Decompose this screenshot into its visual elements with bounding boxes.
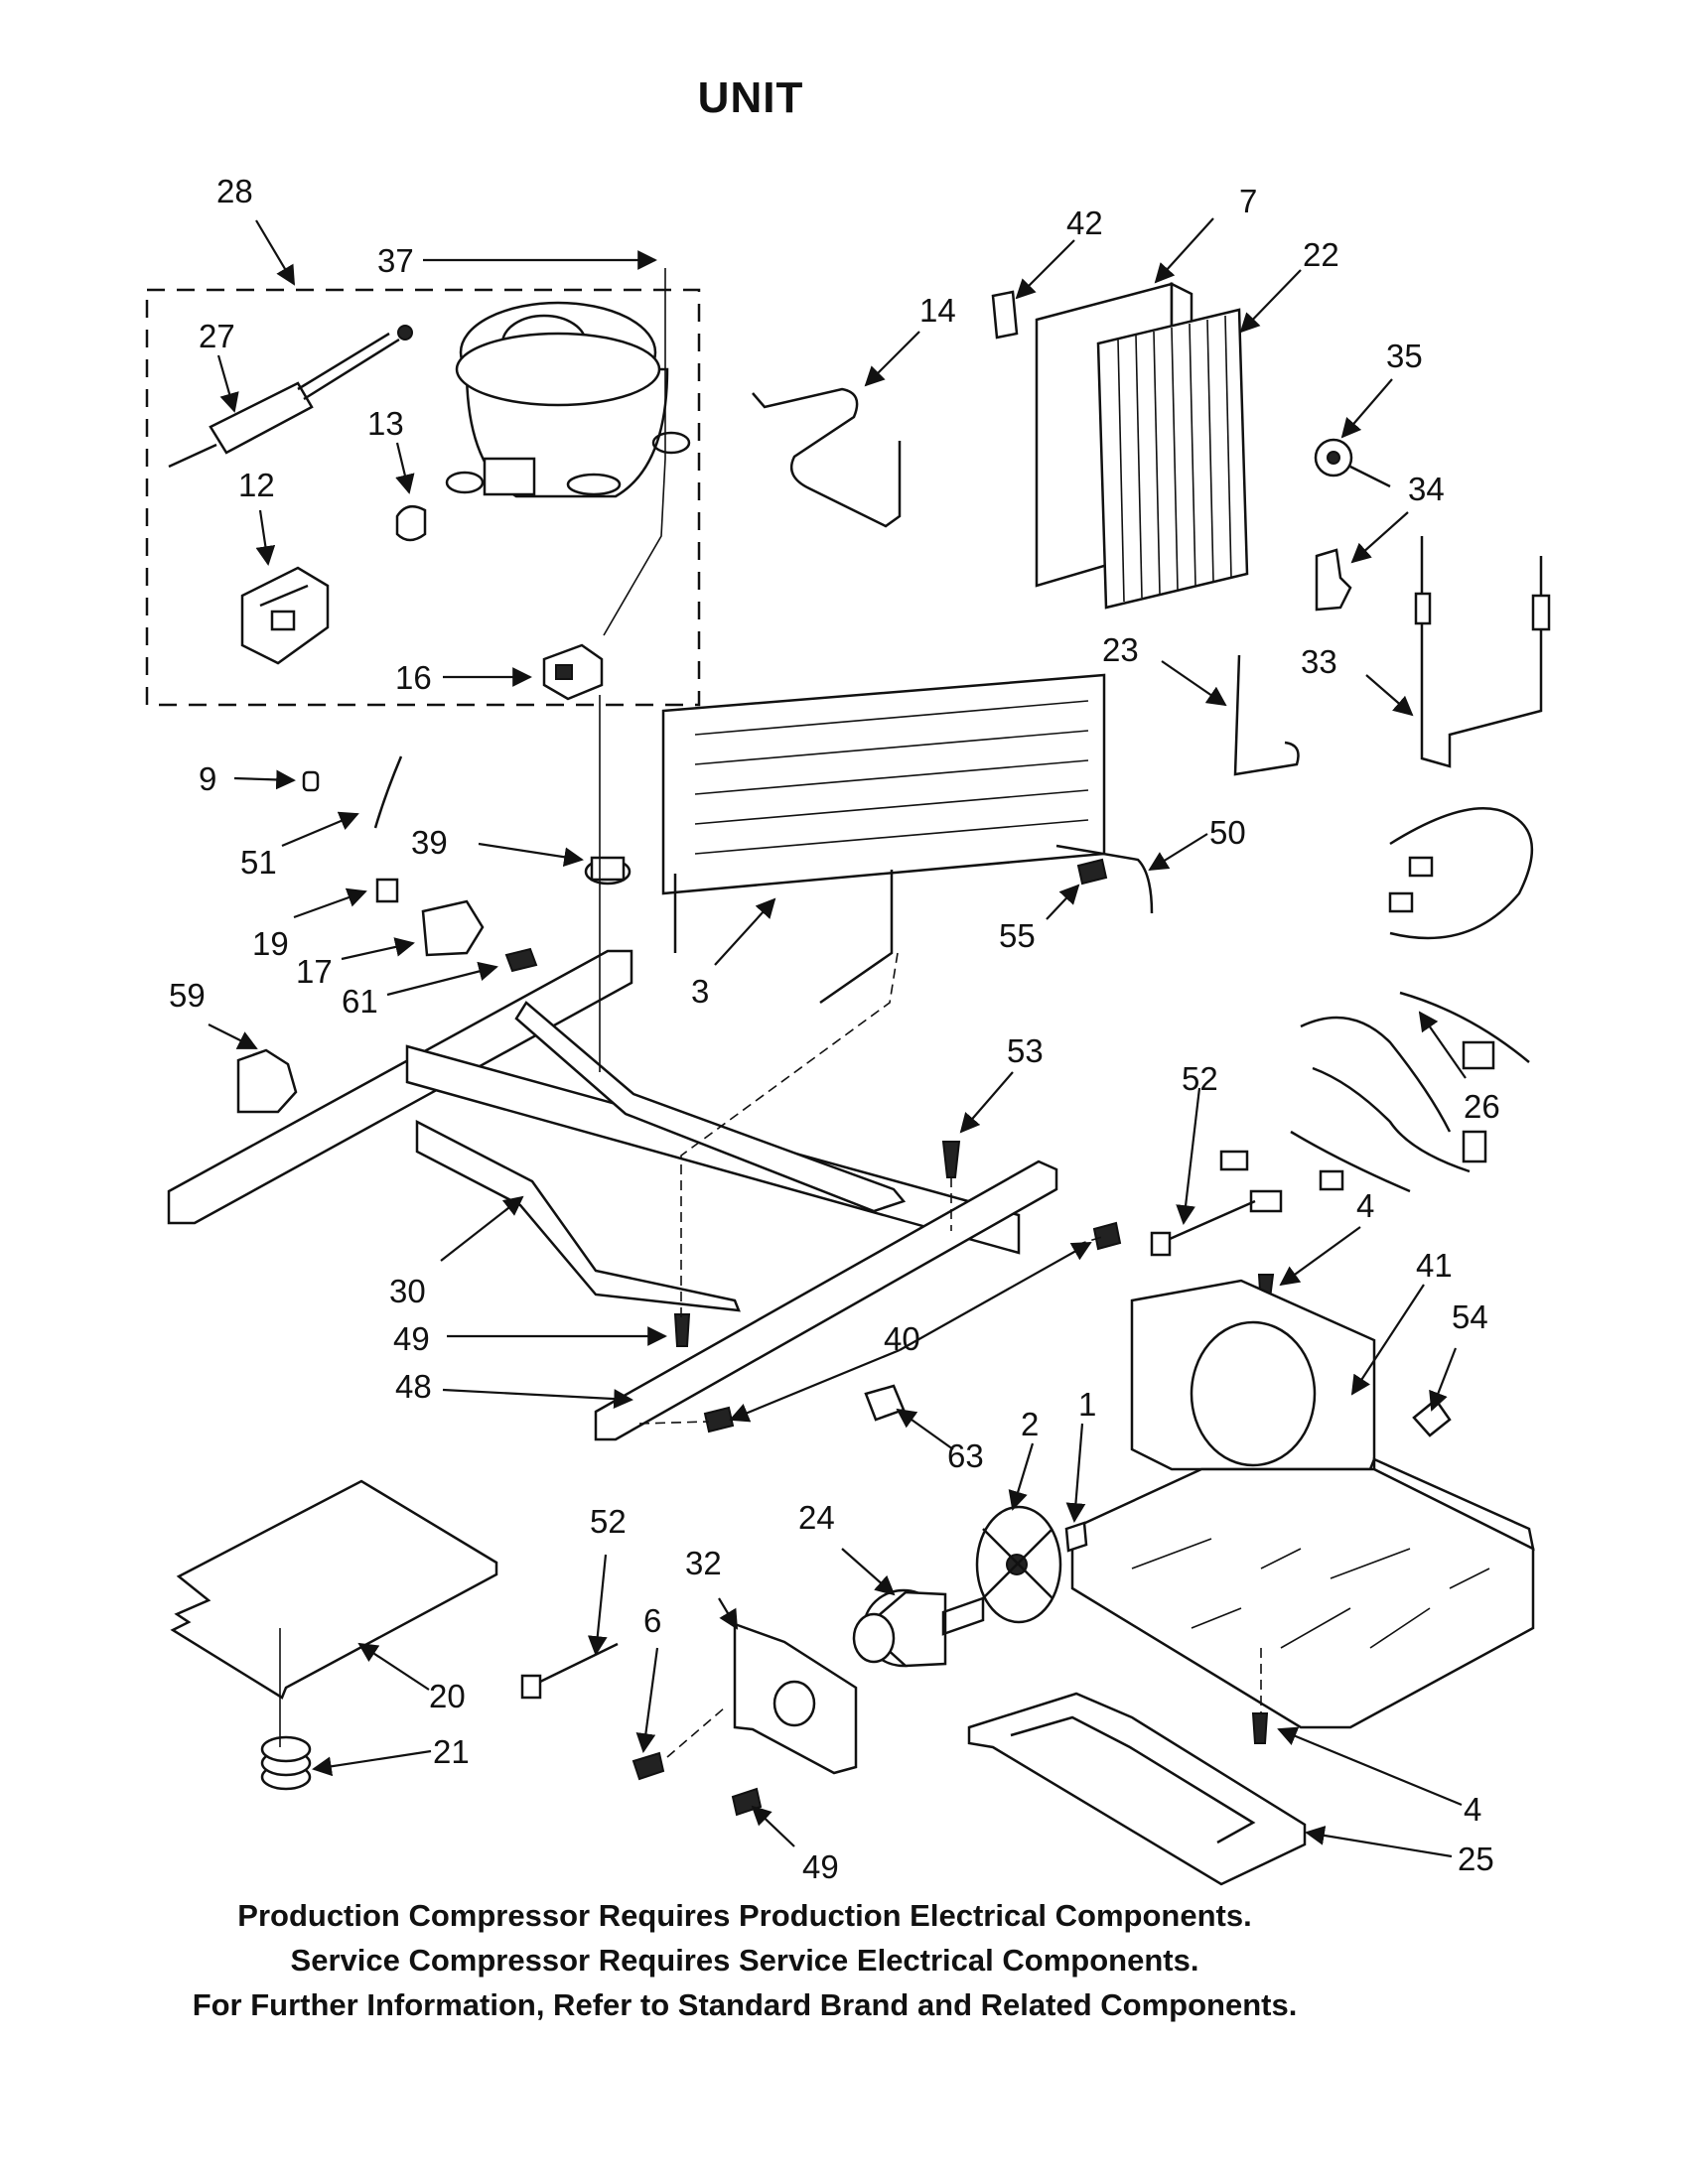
callout-27: 27 <box>199 318 235 354</box>
machine-base <box>1070 1279 1535 1729</box>
callout-9: 9 <box>199 760 216 797</box>
drain-pan <box>967 1692 1307 1886</box>
callout-55: 55 <box>999 917 1036 954</box>
callout-4b: 4 <box>1464 1791 1481 1828</box>
wire-part-50 <box>1055 844 1154 914</box>
tube-part-14 <box>752 387 902 528</box>
callout-39: 39 <box>411 824 448 861</box>
screw-part-61 <box>504 947 538 973</box>
part-35 <box>1314 438 1391 488</box>
callout-52a: 52 <box>1182 1060 1218 1097</box>
callout-33: 33 <box>1301 643 1337 680</box>
callout-53: 53 <box>1007 1032 1044 1069</box>
callout-32: 32 <box>685 1545 722 1581</box>
spring-part-21 <box>260 1735 312 1791</box>
callout-49a: 49 <box>393 1320 430 1357</box>
callout-34: 34 <box>1408 471 1445 507</box>
callout-16: 16 <box>395 659 432 696</box>
condenser-fan-motor <box>852 1588 985 1668</box>
tie-part-52b <box>520 1642 619 1700</box>
bracket-part-42 <box>991 290 1019 340</box>
callout-54: 54 <box>1452 1298 1488 1335</box>
callout-4a: 4 <box>1356 1187 1374 1224</box>
callout-42: 42 <box>1066 205 1103 241</box>
callout-7: 7 <box>1239 183 1257 219</box>
plug-part-9 <box>302 770 320 792</box>
start-relay <box>240 566 330 665</box>
footer-note-reference: For Further Information, Refer to Standa… <box>192 1987 1298 2022</box>
fan-blade <box>975 1505 1062 1624</box>
condenser-assembly <box>1035 281 1249 610</box>
wire-harness <box>1219 807 1534 1213</box>
callout-3: 3 <box>691 973 709 1010</box>
motor-bracket <box>733 1622 858 1775</box>
hub-part-1 <box>1064 1521 1088 1553</box>
callout-63: 63 <box>947 1437 984 1474</box>
footer-note-production: Production Compressor Requires Productio… <box>237 1898 1252 1933</box>
part-17 <box>421 899 485 957</box>
callout-21: 21 <box>433 1733 470 1770</box>
screw-part-49a <box>673 1313 691 1347</box>
callout-22: 22 <box>1303 236 1339 273</box>
footer-note-service: Service Compressor Requires Service Elec… <box>290 1943 1199 1978</box>
callout-50: 50 <box>1209 814 1246 851</box>
callout-19: 19 <box>252 925 289 962</box>
heater-part-33 <box>1414 536 1551 768</box>
nut-part-63 <box>864 1384 906 1422</box>
screw-part-40b <box>703 1406 735 1433</box>
screw-part-55 <box>1076 858 1108 886</box>
callout-25: 25 <box>1458 1841 1494 1877</box>
callout-1: 1 <box>1078 1386 1096 1423</box>
callout-20: 20 <box>429 1678 466 1714</box>
callout-51: 51 <box>240 844 277 881</box>
callout-26: 26 <box>1464 1088 1500 1125</box>
callout-12: 12 <box>238 467 275 503</box>
callout-61: 61 <box>342 983 378 1020</box>
callout-30: 30 <box>389 1273 426 1309</box>
connector-part-19 <box>375 878 399 903</box>
leader-arrows <box>208 217 1467 1858</box>
cover-part-20 <box>170 1479 498 1700</box>
motor-bracket-hole <box>772 1680 816 1727</box>
callout-59: 59 <box>169 977 206 1014</box>
callout-23: 23 <box>1102 631 1139 668</box>
tube-part-51 <box>373 755 403 829</box>
callout-labels: 28 37 27 13 12 16 42 7 22 14 35 34 23 33… <box>169 173 1500 1885</box>
callout-17: 17 <box>296 953 333 990</box>
compressor-kit-group-box <box>145 288 701 707</box>
bracket-part-34 <box>1315 548 1352 612</box>
callout-48: 48 <box>395 1368 432 1405</box>
screw-part-53 <box>941 1141 961 1178</box>
callout-6: 6 <box>643 1602 661 1639</box>
wire-part-23 <box>1233 654 1300 776</box>
clip-part-13 <box>395 504 427 542</box>
screw-part-40a <box>1092 1221 1122 1251</box>
wirenut-part-54 <box>1412 1398 1452 1437</box>
callout-24: 24 <box>798 1499 835 1536</box>
callout-13: 13 <box>367 405 404 442</box>
callout-37: 37 <box>377 242 414 279</box>
connector-lines <box>279 268 1262 1758</box>
drier <box>168 325 413 469</box>
screw-part-4b <box>1251 1712 1269 1744</box>
tie-part-52a <box>1150 1199 1256 1257</box>
callout-2: 2 <box>1021 1406 1039 1442</box>
evaporator-coil <box>661 673 1106 1005</box>
grommet-part-39 <box>584 856 632 886</box>
clip-part-59 <box>236 1048 298 1114</box>
frame-rails <box>167 949 1058 1441</box>
callout-14: 14 <box>919 292 956 329</box>
callout-35: 35 <box>1386 338 1423 374</box>
compressor <box>445 301 691 498</box>
callout-40: 40 <box>884 1320 920 1357</box>
callout-49b: 49 <box>802 1848 839 1885</box>
callout-41: 41 <box>1416 1247 1453 1284</box>
callout-28: 28 <box>216 173 253 209</box>
screw-part-6 <box>632 1751 665 1781</box>
overload-protector <box>542 643 604 701</box>
diagram-title: UNIT <box>697 73 804 122</box>
callout-52b: 52 <box>590 1503 627 1540</box>
